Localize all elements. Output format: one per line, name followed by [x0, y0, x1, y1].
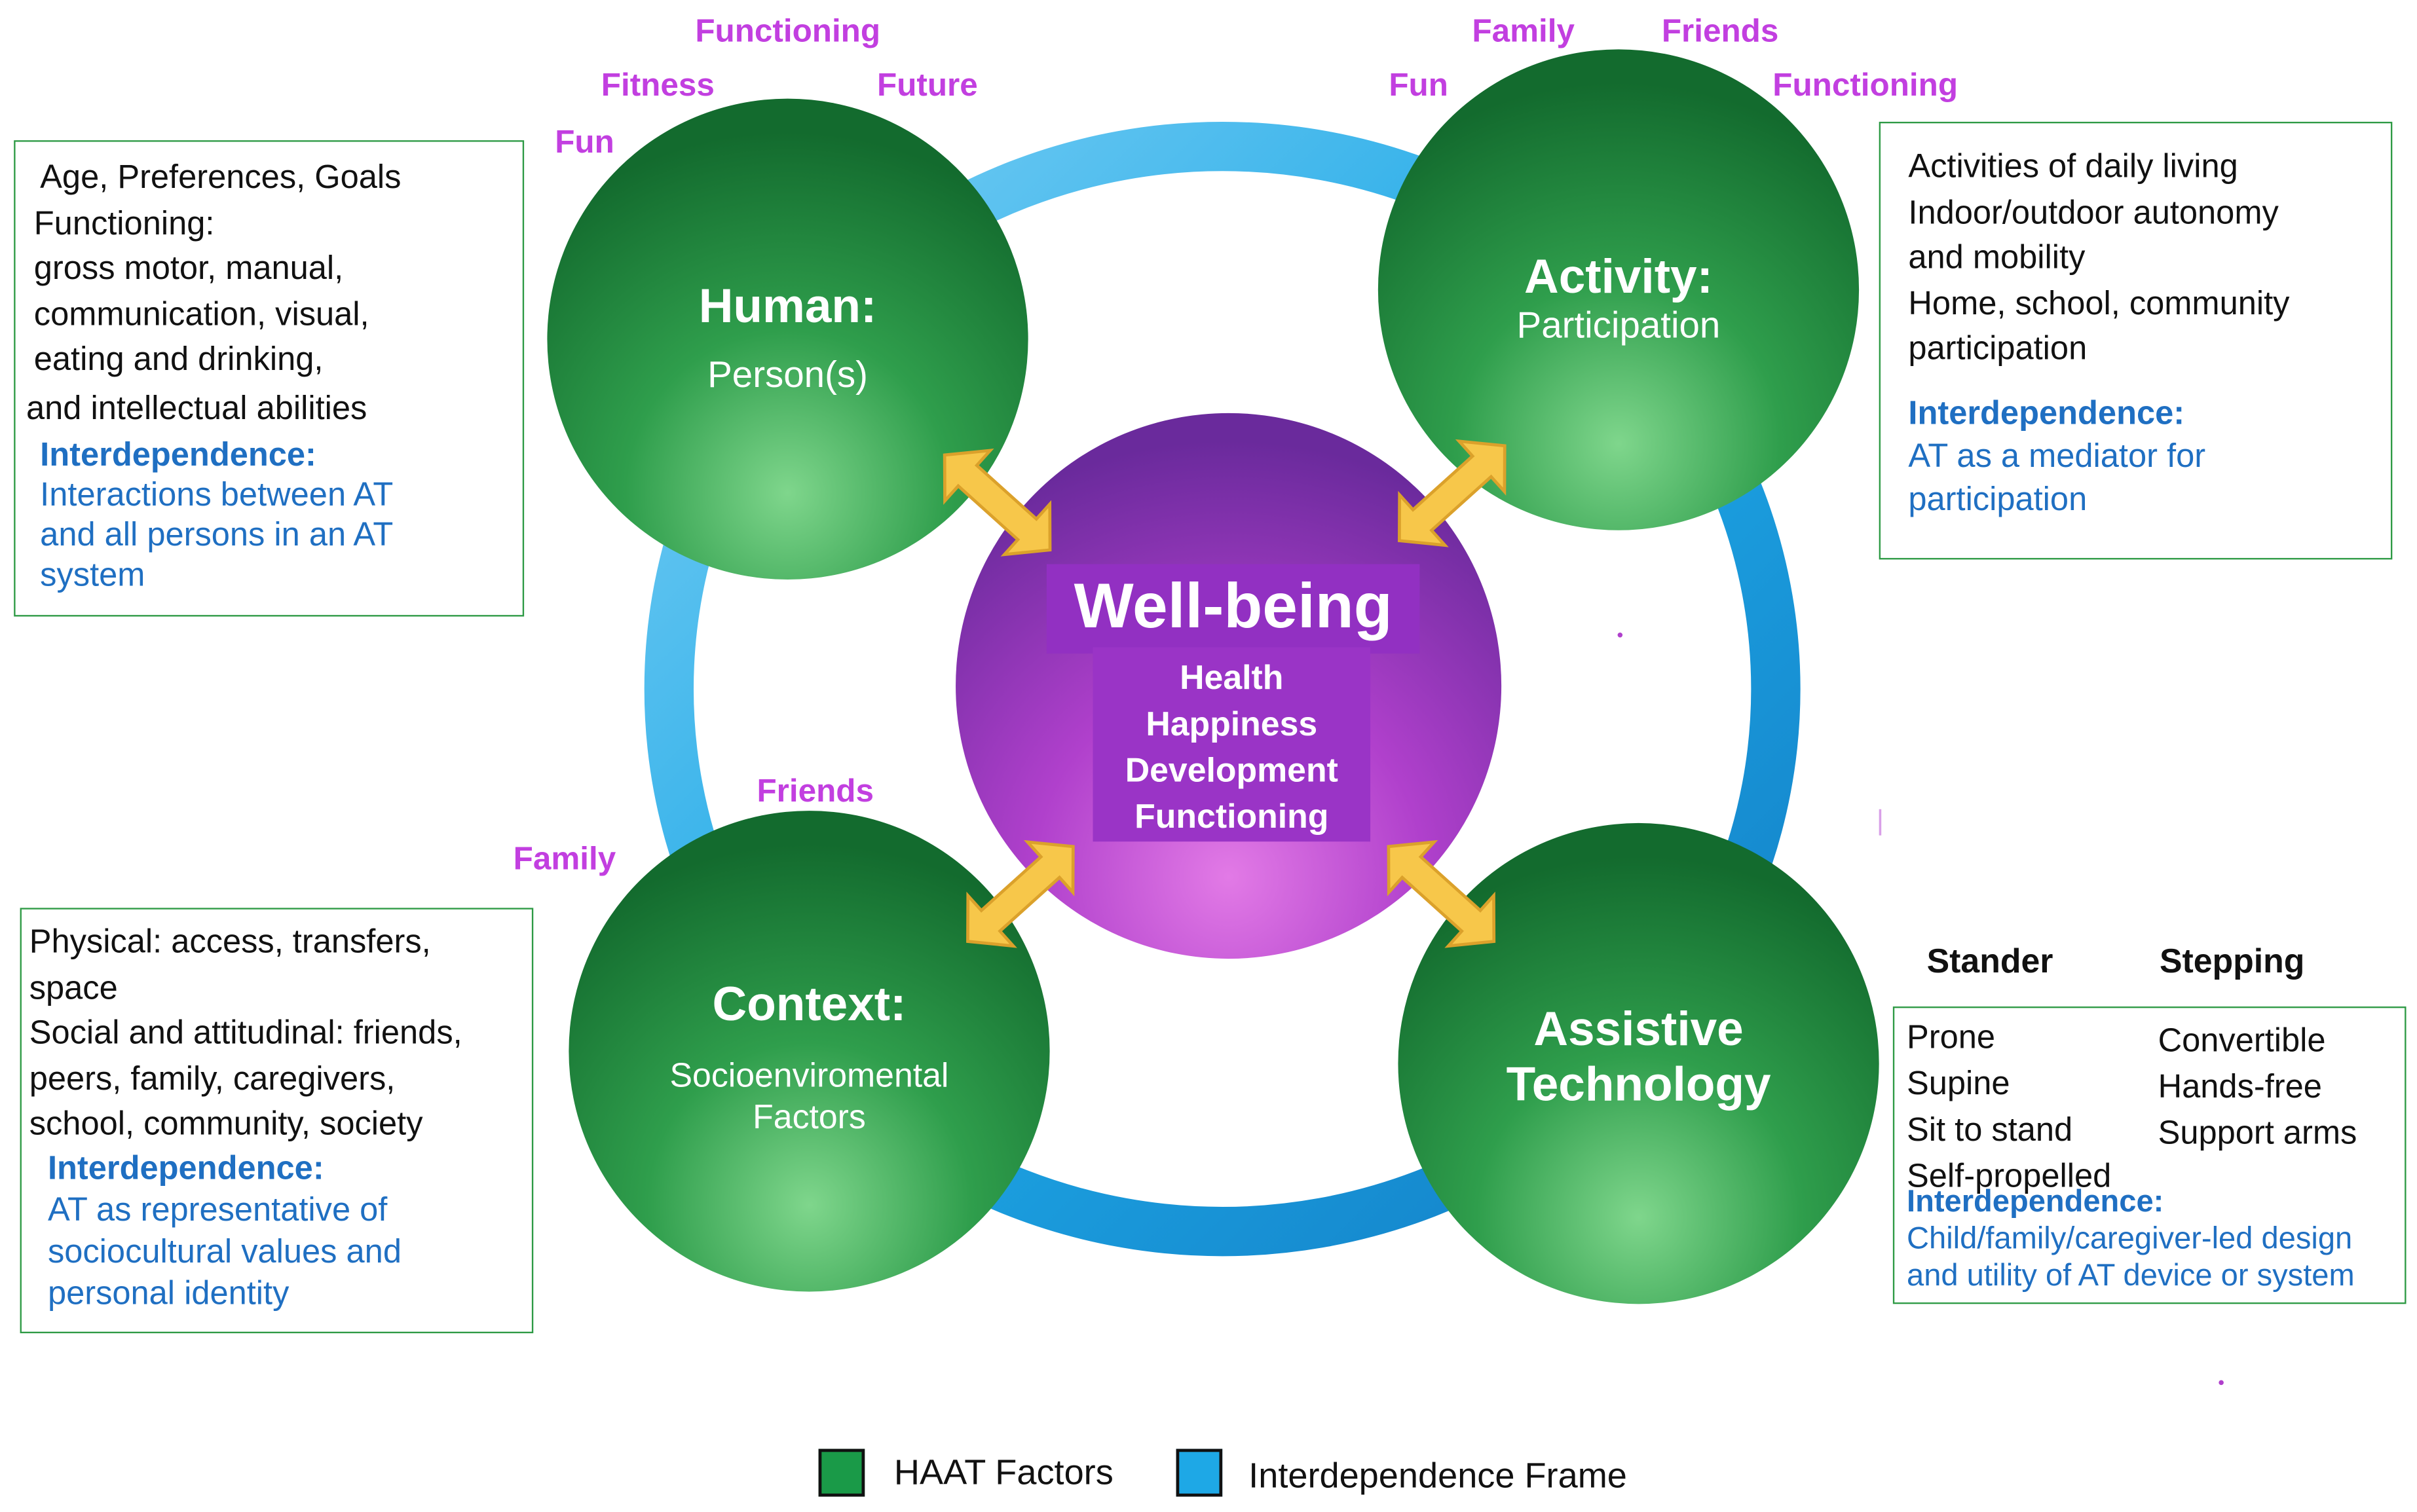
human-box-line: Functioning:: [33, 204, 215, 242]
speck: [1879, 809, 1882, 836]
technology-title-line: Technology: [1506, 1057, 1771, 1112]
context-tag-friends: Friends: [757, 773, 874, 809]
human-circle: [547, 98, 1028, 580]
human-tag-fitness: Fitness: [601, 67, 715, 103]
human-box-line: gross motor, manual,: [33, 249, 344, 287]
activity-box-line: participation: [1908, 329, 2088, 367]
stepping-heading: Stepping: [2159, 942, 2305, 981]
human-interdependence-line: system: [40, 555, 145, 593]
activity-box-line: Activities of daily living: [1908, 147, 2238, 185]
stepping-list: Convertible Hands-free Support arms: [2158, 1018, 2357, 1156]
stander-item: Sit to stand: [1907, 1111, 2073, 1149]
activity-tag-friends: Friends: [1661, 14, 1779, 50]
context-interdependence-heading: Interdependence:: [47, 1149, 324, 1187]
activity-tag-fun: Fun: [1389, 67, 1448, 103]
stander-item: Supine: [1907, 1065, 2010, 1102]
activity-tag-functioning: Functioning: [1772, 67, 1958, 103]
stander-heading: Stander: [1926, 942, 2053, 981]
arrow-technology: [1387, 839, 1496, 948]
stepping-item: Support arms: [2158, 1114, 2357, 1152]
context-box-line: peers, family, caregivers,: [29, 1060, 396, 1097]
wellbeing-list-plate: [1093, 647, 1371, 842]
human-description-box: Age, Preferences, Goals Functioning: gro…: [14, 140, 525, 617]
activity-interdependence-line: participation: [1908, 480, 2088, 517]
legend-frame-swatch: [1176, 1448, 1223, 1497]
context-interdependence-line: sociocultural values and: [47, 1232, 402, 1270]
wellbeing-item: Development: [1125, 750, 1338, 790]
context-tag-family: Family: [513, 841, 616, 877]
legend-factors-swatch: [818, 1448, 865, 1497]
speck: [2219, 1380, 2224, 1386]
context-interdependence: Interdependence: AT as representative of…: [29, 1147, 532, 1314]
interdependence-frame-ring: [644, 121, 1801, 1257]
wellbeing-item: Happiness: [1146, 704, 1318, 743]
human-tag-future: Future: [877, 67, 978, 103]
technology-circle: [1398, 822, 1879, 1304]
human-box-line: Age, Preferences, Goals: [40, 158, 402, 196]
activity-circle: [1377, 49, 1860, 530]
context-title: Context:: [712, 977, 907, 1031]
context-box-line: school, community, society: [29, 1105, 423, 1143]
context-interdependence-line: AT as representative of: [47, 1190, 388, 1228]
stepping-item: Convertible: [2158, 1022, 2326, 1060]
activity-interdependence: Interdependence: AT as a mediator for pa…: [1908, 391, 2391, 521]
context-box-line: space: [29, 968, 118, 1006]
human-box-line: and intellectual abilities: [26, 389, 367, 426]
stander-list: Prone Supine Sit to stand Self-propelled: [1907, 1014, 2111, 1199]
context-interdependence-line: personal identity: [47, 1274, 290, 1311]
arrow-context: [966, 839, 1075, 948]
human-title: Human:: [698, 279, 877, 333]
context-box-line: Physical: access, transfers,: [29, 923, 431, 961]
human-interdependence: Interdependence: Interactions between AT…: [34, 434, 523, 595]
context-description-box: Physical: access, transfers, space Socia…: [20, 908, 534, 1334]
context-subtitle-line: Socioenviromental: [669, 1056, 949, 1095]
context-circle: [569, 811, 1050, 1292]
activity-subtitle: Participation: [1516, 305, 1721, 347]
arrow-human: [943, 448, 1052, 557]
context-box-line: Social and attitudinal: friends,: [29, 1014, 462, 1052]
wellbeing-item: Functioning: [1134, 796, 1329, 836]
activity-box-line: and mobility: [1908, 238, 2086, 276]
context-subtitle-line: Factors: [753, 1097, 866, 1136]
stander-item: Self-propelled: [1907, 1157, 2112, 1195]
activity-box-line: Home, school, community: [1908, 284, 2290, 322]
wellbeing-item: Health: [1180, 658, 1284, 697]
technology-description-box: Prone Supine Sit to stand Self-propelled…: [1892, 1006, 2407, 1304]
technology-interdependence: Interdependence: Child/family/caregiver-…: [1907, 1184, 2355, 1295]
wellbeing-title-plate: [1046, 564, 1420, 654]
technology-title-line: Assistive: [1533, 1001, 1744, 1056]
human-interdependence-line: Interactions between AT: [40, 475, 394, 513]
technology-interdependence-line: Child/family/caregiver-led design: [1907, 1222, 2353, 1257]
activity-interdependence-line: AT as a mediator for: [1908, 437, 2206, 474]
human-interdependence-line: and all persons in an AT: [40, 515, 394, 553]
arrow-activity: [1397, 439, 1507, 547]
human-tag-fun: Fun: [555, 124, 614, 160]
activity-box-line: Indoor/outdoor autonomy: [1908, 193, 2279, 230]
human-tag-functioning: Functioning: [695, 14, 881, 50]
legend-factors-label: HAAT Factors: [893, 1452, 1114, 1492]
activity-title: Activity:: [1524, 249, 1713, 304]
activity-interdependence-heading: Interdependence:: [1908, 394, 2185, 431]
legend-frame-label: Interdependence Frame: [1248, 1454, 1627, 1496]
stepping-item: Hands-free: [2158, 1068, 2322, 1105]
human-box-line: communication, visual,: [33, 295, 369, 333]
technology-interdependence-heading: Interdependence:: [1907, 1185, 2164, 1219]
human-box-line: eating and drinking,: [33, 341, 324, 378]
human-interdependence-heading: Interdependence:: [40, 435, 316, 473]
stander-item: Prone: [1907, 1018, 1996, 1056]
human-subtitle: Person(s): [707, 354, 868, 396]
activity-tag-family: Family: [1472, 14, 1575, 50]
speck: [1617, 632, 1623, 638]
wellbeing-title: Well-being: [1074, 570, 1393, 642]
activity-description-box: Activities of daily living Indoor/outdoo…: [1879, 121, 2393, 560]
technology-interdependence-line: and utility of AT device or system: [1907, 1259, 2355, 1293]
